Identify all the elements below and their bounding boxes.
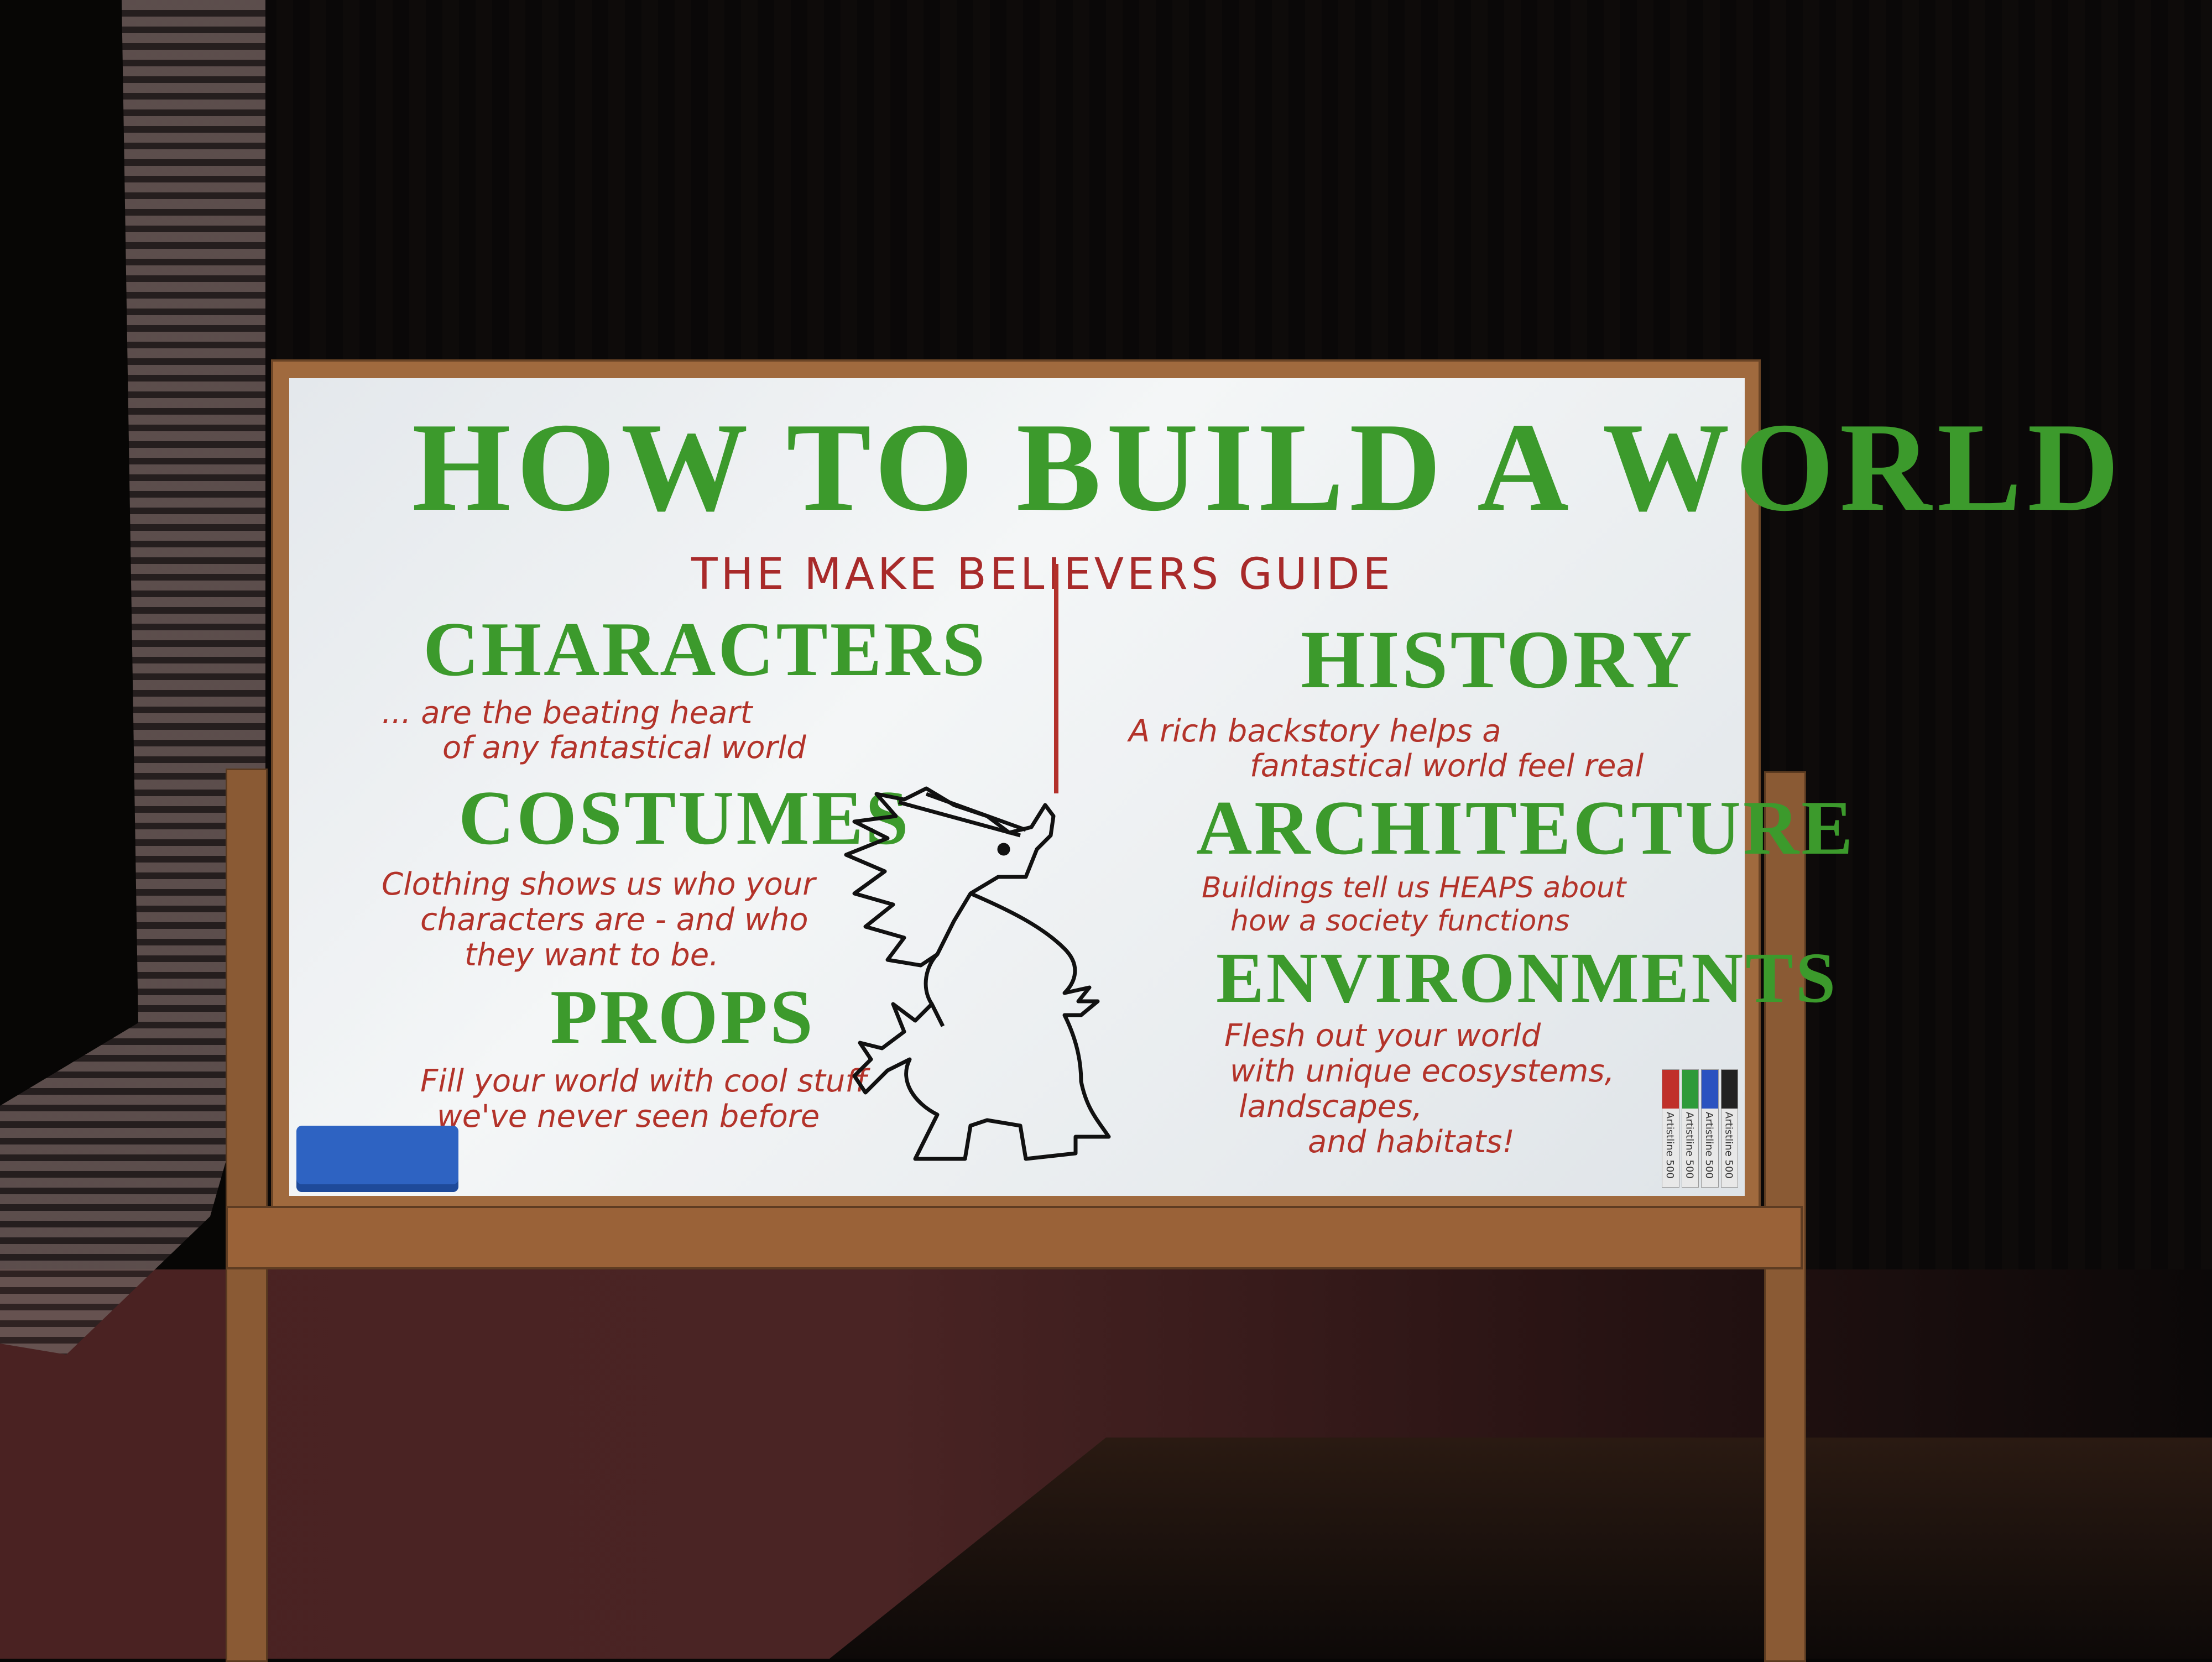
costumes-line-2: characters are - and who xyxy=(420,902,808,938)
characters-line-2: of any fantastical world xyxy=(442,730,806,766)
heading-props: PROPS xyxy=(550,974,815,1060)
heading-history: HISTORY xyxy=(1301,614,1694,705)
divider-line xyxy=(1054,564,1058,793)
architecture-line-2: how a society functions xyxy=(1230,905,1570,938)
architecture-line-1: Buildings tell us HEAPS about xyxy=(1202,871,1626,905)
characters-line-1: ... are the beating heart xyxy=(382,695,753,731)
heading-characters: CHARACTERS xyxy=(423,607,988,692)
whiteboard xyxy=(289,378,1745,1196)
heading-costumes: COSTUMES xyxy=(458,775,911,861)
marker-black[interactable]: Artistline 500 xyxy=(1720,1069,1738,1188)
whiteboard-eraser[interactable] xyxy=(296,1126,458,1192)
board-title: HOW TO BUILD A WORLD xyxy=(412,396,2125,537)
marker-label: Artistline 500 xyxy=(1683,1112,1695,1179)
marker-tray xyxy=(226,1206,1803,1269)
board-subtitle: THE MAKE BELIEVERS GUIDE xyxy=(691,550,1394,599)
environments-line-3: landscapes, xyxy=(1239,1089,1423,1125)
history-line-2: fantastical world feel real xyxy=(1250,748,1644,784)
history-line-1: A rich backstory helps a xyxy=(1129,713,1501,749)
marker-set: Artistline 500 Artistline 500 Artistline… xyxy=(1662,1069,1738,1188)
props-line-1: Fill your world with cool stuff xyxy=(420,1063,868,1099)
marker-label: Artistline 500 xyxy=(1703,1112,1715,1179)
environments-line-4: and habitats! xyxy=(1308,1124,1515,1160)
floor-shadow xyxy=(830,1438,2212,1659)
marker-label: Artistline 500 xyxy=(1664,1112,1676,1179)
heading-architecture: ARCHITECTURE xyxy=(1196,785,1855,871)
costumes-line-3: they want to be. xyxy=(465,937,719,973)
marker-label: Artistline 500 xyxy=(1723,1112,1735,1179)
creature-drawing xyxy=(844,786,1111,1161)
costumes-line-1: Clothing shows us who your xyxy=(382,866,816,902)
props-line-2: we've never seen before xyxy=(437,1099,820,1135)
marker-green[interactable]: Artistline 500 xyxy=(1681,1069,1699,1188)
environments-line-1: Flesh out your world xyxy=(1224,1018,1541,1054)
marker-blue[interactable]: Artistline 500 xyxy=(1701,1069,1719,1188)
heading-environments: ENVIRONMENTS xyxy=(1216,938,1838,1018)
environments-line-2: with unique ecosystems, xyxy=(1230,1053,1615,1089)
marker-red[interactable]: Artistline 500 xyxy=(1662,1069,1679,1188)
